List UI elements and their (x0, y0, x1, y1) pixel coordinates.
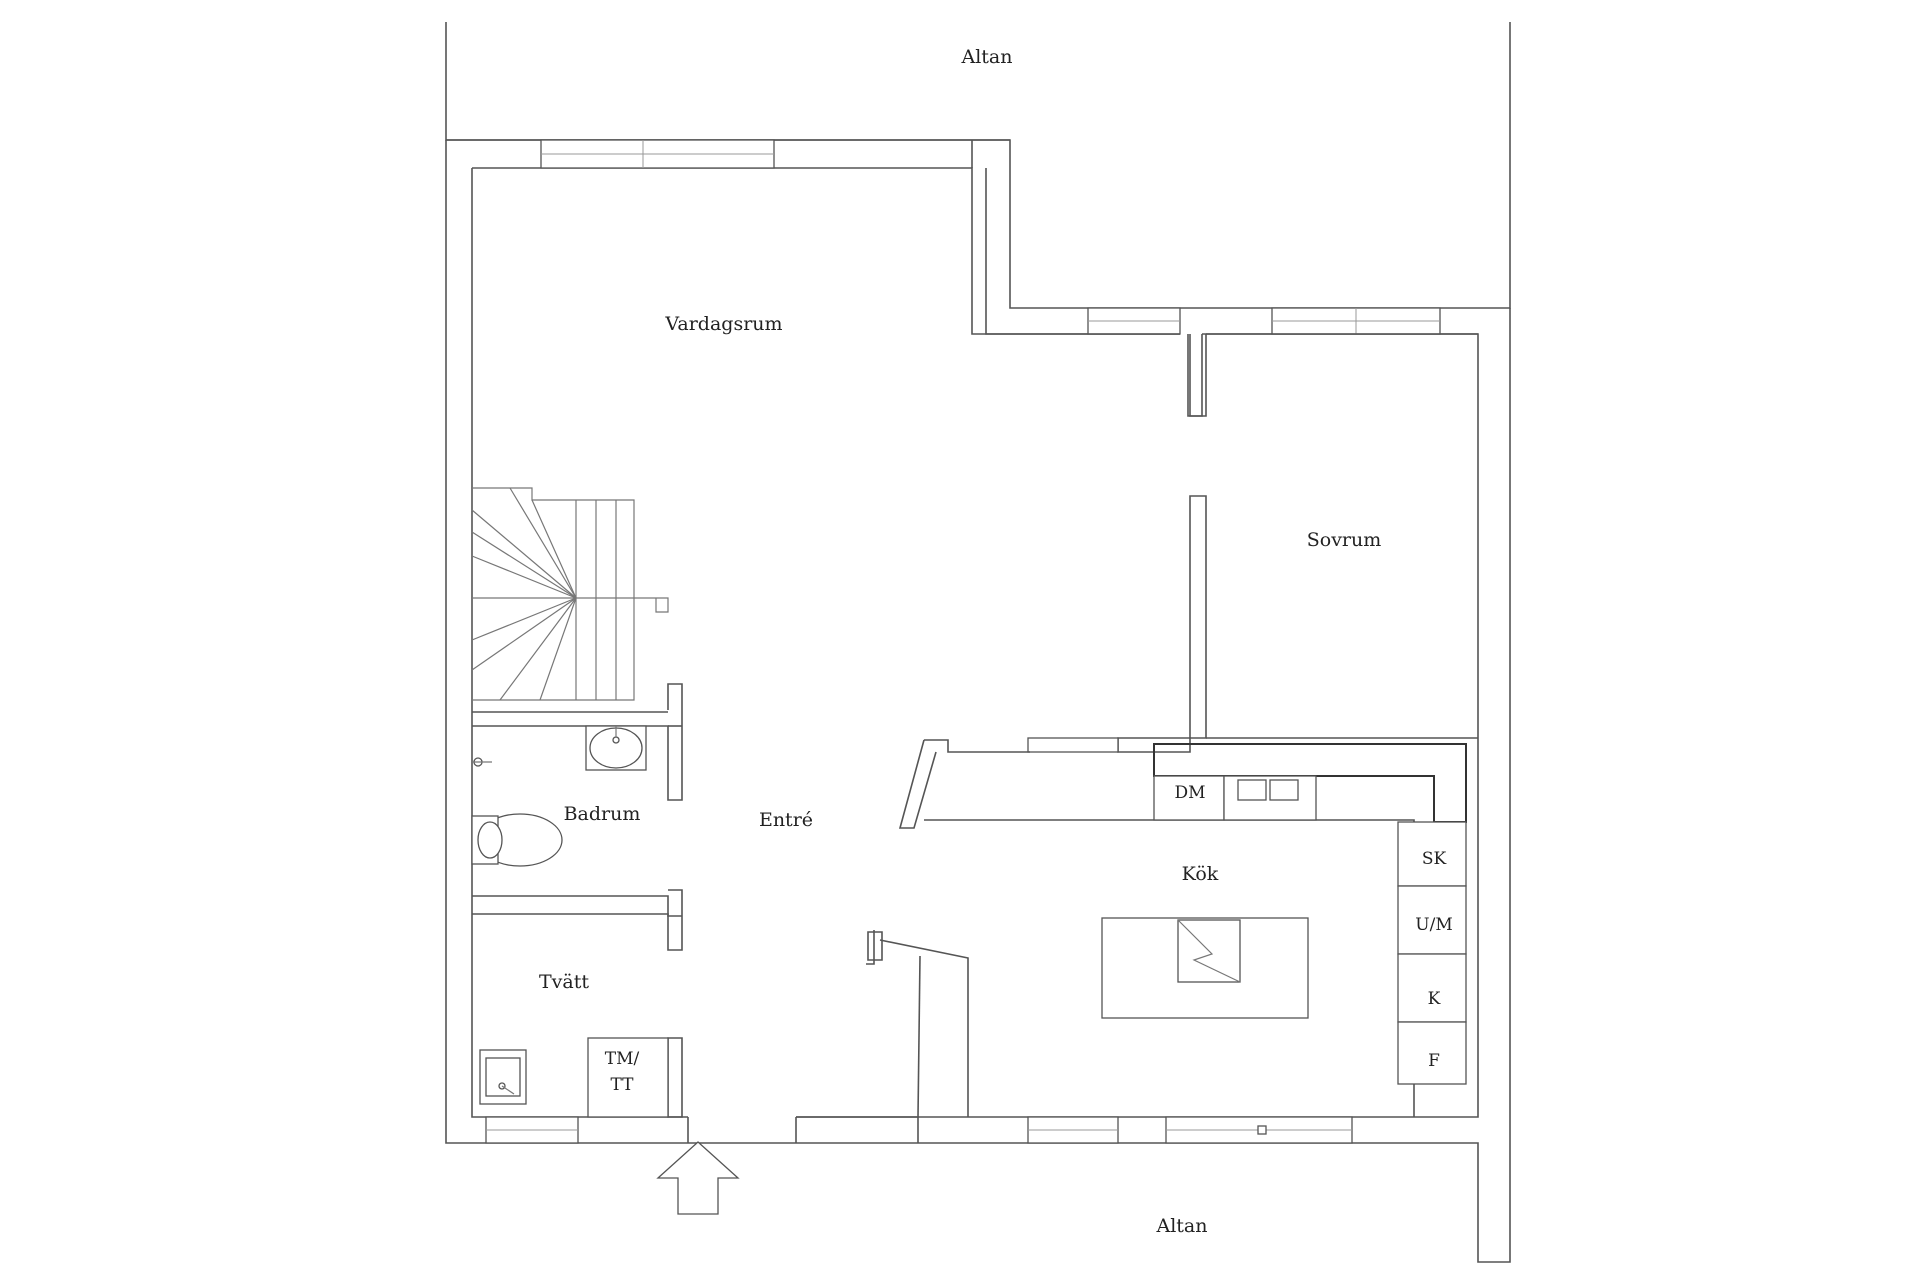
interior-walls (472, 140, 1478, 1143)
label-sk: SK (1422, 849, 1447, 869)
label-tm: TM/ (605, 1049, 640, 1069)
entrance-arrow (656, 1141, 740, 1215)
terrace-outline (445, 22, 1511, 1263)
label-vardagsrum: Vardagsrum (664, 313, 782, 335)
bathroom-fixtures (471, 725, 647, 867)
label-tt: TT (611, 1075, 635, 1095)
label-altan-top: Altan (961, 46, 1013, 68)
label-altan-bottom: Altan (1156, 1215, 1208, 1237)
label-um: U/M (1415, 915, 1452, 935)
label-k: K (1428, 989, 1441, 1009)
label-badrum: Badrum (564, 803, 641, 825)
label-dm: DM (1174, 783, 1205, 803)
staircase (471, 487, 669, 701)
label-entre: Entré (759, 809, 813, 831)
label-kok: Kök (1182, 863, 1219, 885)
label-sovrum: Sovrum (1307, 529, 1382, 551)
label-f: F (1428, 1051, 1440, 1071)
kitchen-fixtures (1101, 743, 1467, 1085)
exterior-walls (446, 139, 1479, 1118)
windows (485, 139, 1441, 1144)
laundry-fixtures (479, 1037, 669, 1118)
label-tvatt: Tvätt (539, 971, 589, 993)
